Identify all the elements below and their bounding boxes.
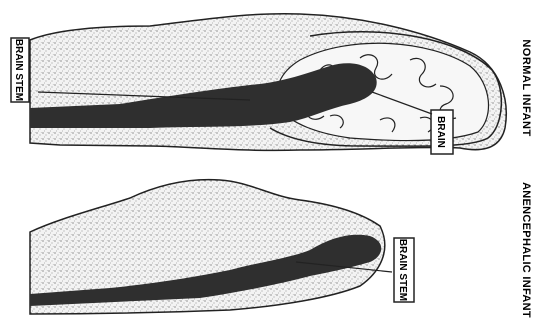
side-title-anencephalic: ANENCEPHALIC INFANT: [520, 182, 532, 318]
side-title-anencephalic-text: ANENCEPHALIC INFANT: [520, 182, 532, 318]
label-brain: BRAIN: [431, 110, 453, 154]
side-title-normal: NORMAL INFANT: [520, 39, 532, 136]
label-brain-stem-normal-text: BRAIN STEM: [13, 39, 24, 101]
panel-anencephalic-infant: BRAIN STEM ANENCEPHALIC INFANT: [30, 180, 532, 318]
label-brain-stem-anencephalic: BRAIN STEM: [394, 238, 414, 302]
label-brain-stem-anencephalic-text: BRAIN STEM: [397, 239, 408, 301]
label-brain-text: BRAIN: [435, 116, 446, 148]
panel-normal-infant: BRAIN STEM BRAIN NORMAL INFANT: [11, 14, 532, 154]
label-brain-stem-normal: BRAIN STEM: [11, 38, 29, 102]
side-title-normal-text: NORMAL INFANT: [520, 39, 532, 136]
